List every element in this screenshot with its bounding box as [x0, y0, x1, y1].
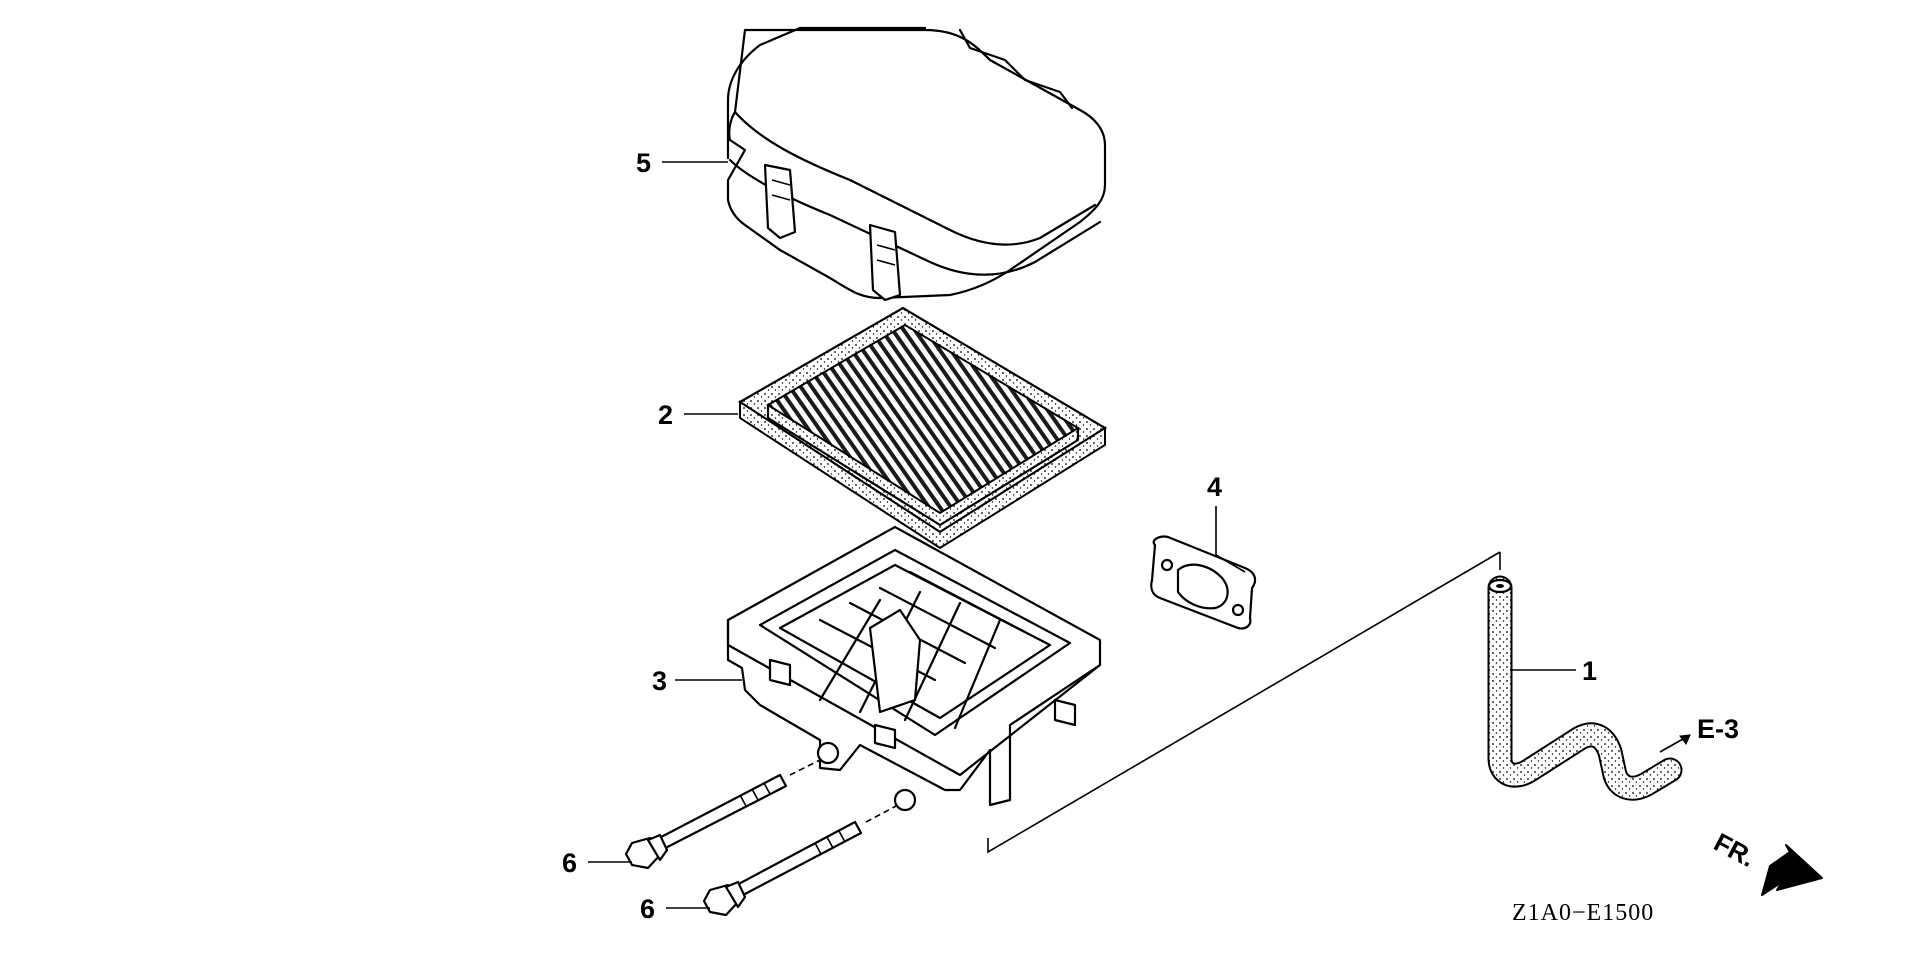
gasket — [1150, 535, 1257, 630]
callout-2: 2 — [658, 400, 673, 430]
reference-label: E-3 — [1697, 714, 1739, 744]
callout-3: 3 — [652, 666, 667, 696]
callout-6-upper: 6 — [562, 848, 577, 878]
diagram-code: Z1A0−E1500 — [1512, 900, 1654, 926]
front-label: FR. — [1709, 827, 1760, 873]
air-cleaner-cover — [726, 26, 1107, 302]
breather-hose — [1487, 575, 1683, 801]
callout-4: 4 — [1207, 472, 1222, 502]
hose-connection-line — [987, 551, 1501, 854]
air-filter-element — [737, 306, 1108, 550]
callout-5: 5 — [636, 148, 651, 178]
flange-bolt-upper — [624, 773, 788, 870]
air-cleaner-case — [726, 525, 1102, 812]
front-direction-arrow-icon — [1761, 844, 1823, 896]
callout-1: 1 — [1582, 656, 1597, 686]
callout-6-lower: 6 — [640, 894, 655, 924]
flange-bolt-lower — [702, 820, 863, 917]
reference-arrow-icon — [1659, 734, 1691, 753]
